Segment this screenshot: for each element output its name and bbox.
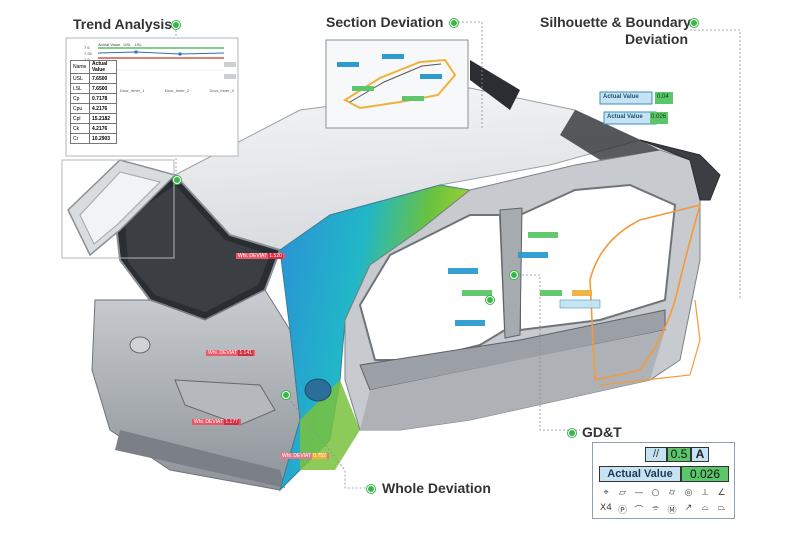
section-leader-dot <box>450 19 458 27</box>
capability-label: Name <box>70 60 90 74</box>
rear-badge <box>129 336 151 354</box>
gdt-symbol-cell: // <box>645 447 667 462</box>
a-pillar <box>639 139 721 201</box>
silhouette-tag-value-1: 0.04 <box>657 94 669 100</box>
gdt-symbol-icon[interactable]: ⟂ <box>701 488 708 498</box>
deviation-callout: Whl. DEVIAT 1.141 <box>206 350 255 356</box>
silhouette-title-line2: Deviation <box>625 31 689 47</box>
trend-leader-dot <box>172 21 180 29</box>
trend-y-labels: 7.6 7.55 7.5 <box>84 45 92 63</box>
capability-label: Cp <box>70 93 90 104</box>
section-deviation-title: Section Deviation <box>326 14 444 30</box>
gdt-symbol-icon[interactable]: ⏥ <box>619 488 626 498</box>
capability-value: 15.2182 <box>89 113 117 124</box>
pillar-marker-dot <box>510 271 518 279</box>
trend-legend: Actual Value USL LSL <box>98 42 142 47</box>
capability-value: 0.7178 <box>89 93 117 104</box>
legend-lsl: LSL <box>134 42 142 47</box>
capability-value: 4.2176 <box>89 103 117 114</box>
gdt-datum-cell: A <box>691 447 709 462</box>
gdt-symbol-icon[interactable]: ∠ <box>717 488 726 498</box>
capability-label: Cr <box>70 133 90 144</box>
callout-value: 1.141 <box>238 350 253 356</box>
gdt-actual-value: 0.026 <box>681 466 729 482</box>
y-label: 7.5 <box>84 57 92 63</box>
deviation-callout: Whl. DEVIAT 1.177 <box>192 419 241 425</box>
fuel-door <box>304 378 332 402</box>
capability-label: LSL <box>70 83 90 94</box>
y-label: 7.6 <box>84 45 90 50</box>
callout-value: 0.752 <box>312 453 327 459</box>
legend-actual: Actual Value <box>98 42 121 47</box>
boundary-curve <box>589 203 702 381</box>
silhouette-tags <box>599 91 673 125</box>
roof-marker-dot <box>173 176 181 184</box>
gdt-symbol-icon[interactable]: ↗ <box>684 503 693 513</box>
door-annotation-tags <box>448 232 601 326</box>
gdt-symbol-icon[interactable]: ⌖ <box>603 488 609 498</box>
gdt-tolerance-cell: 0.5 <box>667 447 691 462</box>
capability-label: Cpl <box>70 113 90 124</box>
silhouette-leader-dot <box>690 19 698 27</box>
x-label: Door_Inner_2 <box>164 88 190 93</box>
hatch-inset-box <box>61 159 175 259</box>
gdt-symbol-icon[interactable]: Ⓜ <box>667 506 677 516</box>
gdt-actual-label: Actual Value <box>599 466 681 482</box>
capability-value: 4.2176 <box>89 123 117 134</box>
capability-value: Actual Value <box>89 60 117 74</box>
x-label: Door_Inner_1 <box>120 88 145 93</box>
gdt-symbol-icon[interactable]: Ⓟ <box>617 506 627 516</box>
gdt-title: GD&T <box>582 424 622 440</box>
deviation-callout: Whl. DEVIAT 0.752 <box>280 453 329 459</box>
quarter-marker-dot <box>282 391 290 399</box>
gdt-symbol-icon[interactable]: ○ <box>651 488 660 498</box>
gdt-symbol-icon[interactable]: ⌯ <box>651 503 660 513</box>
capability-value: 10.2903 <box>89 133 117 144</box>
x-label: Door_Inner_3 <box>209 88 234 93</box>
gdt-symbol-icon[interactable]: ⌓ <box>701 503 709 513</box>
trend-x-labels: Door_Inner_1 Door_Inner_2 Door_Inner_3 <box>120 88 234 93</box>
door-marker-dot <box>486 296 494 304</box>
legend-usl: USL <box>123 42 132 47</box>
capability-value: 7.6500 <box>89 83 117 94</box>
gdt-symbol-icon[interactable]: X4 <box>600 503 612 513</box>
whole-deviation-title: Whole Deviation <box>382 480 491 496</box>
tail-light-area <box>174 379 276 426</box>
y-label: 7.55 <box>84 51 92 56</box>
deviation-callout: Whl. DEVIAT 1.520 <box>236 253 285 259</box>
callout-label: Whl. DEVIAT <box>194 419 223 425</box>
capability-label: Cpu <box>70 103 90 114</box>
callout-label: Whl. DEVIAT <box>238 253 267 259</box>
callout-label: Whl. DEVIAT <box>282 453 311 459</box>
capability-label: Ck <box>70 123 90 134</box>
gdt-symbol-icon[interactable]: ⏢ <box>717 503 726 513</box>
callout-value: 1.177 <box>224 419 239 425</box>
trend-analysis-title: Trend Analysis <box>73 16 173 32</box>
gdt-symbol-icon[interactable]: — <box>634 488 644 498</box>
capability-value: 7.6500 <box>89 73 117 84</box>
gdt-symbol-icon[interactable]: ⌭ <box>668 488 676 498</box>
gdt-symbol-icon[interactable]: ◎ <box>684 488 693 498</box>
silhouette-title-line1: Silhouette & Boundary <box>540 14 691 30</box>
callout-label: Whl. DEVIAT <box>208 350 237 356</box>
gdt-symbol-icon[interactable]: ⌒ <box>634 506 644 516</box>
whole-leader-dot <box>367 485 375 493</box>
gdt-leader-dot <box>568 429 576 437</box>
silhouette-tag-label-2: Actual Value <box>607 114 643 120</box>
capability-label: USL <box>70 73 90 84</box>
callout-value: 1.520 <box>268 253 283 259</box>
silhouette-tag-label-1: Actual Value <box>603 94 639 100</box>
gdt-panel: // 0.5 A Actual Value 0.026 ⌖ ⏥ — ○ ⌭ ◎ ⟂ ∠ X4 Ⓟ… <box>592 442 735 519</box>
silhouette-tag-value-2: 0.026 <box>651 114 667 120</box>
